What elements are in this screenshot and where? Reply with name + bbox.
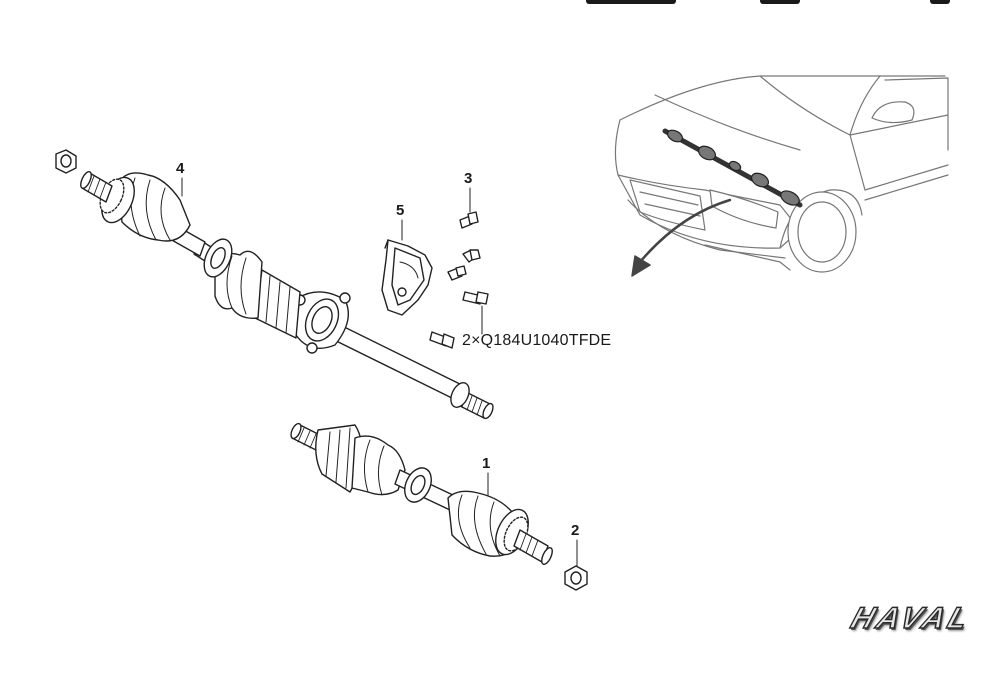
callout-part-1: 1 (482, 455, 491, 472)
bolt-3c (447, 265, 467, 281)
drive-shaft-assembly-part-4 (80, 170, 494, 420)
inset-shaft-joints (666, 129, 800, 206)
haval-logo: HAVAL (846, 601, 977, 636)
vehicle-locator-inset (614, 75, 949, 273)
bolt-3e (429, 331, 455, 349)
cropped-header-fragment-1 (586, 0, 676, 4)
callout-part-2: 2 (571, 522, 580, 539)
cropped-header-fragment-2 (760, 0, 800, 4)
bolt-part-number-label: 2×Q184U1040TFDE (462, 332, 612, 349)
axle-nut-part-2 (564, 565, 588, 591)
cropped-header-fragment-3 (930, 0, 950, 4)
bolt-3b (462, 249, 481, 263)
callout-part-4: 4 (176, 160, 185, 177)
bolts-part-3 (429, 211, 489, 349)
bolt-3a (459, 211, 479, 229)
leader-lines (181, 177, 578, 567)
callout-part-5: 5 (396, 202, 405, 219)
drive-shaft-assembly-part-1 (290, 422, 553, 566)
bearing-bracket-part-5 (381, 239, 433, 316)
axle-nut-upper (55, 149, 77, 174)
inset-pointer-arrow (631, 198, 732, 277)
callout-part-3: 3 (464, 170, 473, 187)
bolt-3d (462, 291, 489, 305)
